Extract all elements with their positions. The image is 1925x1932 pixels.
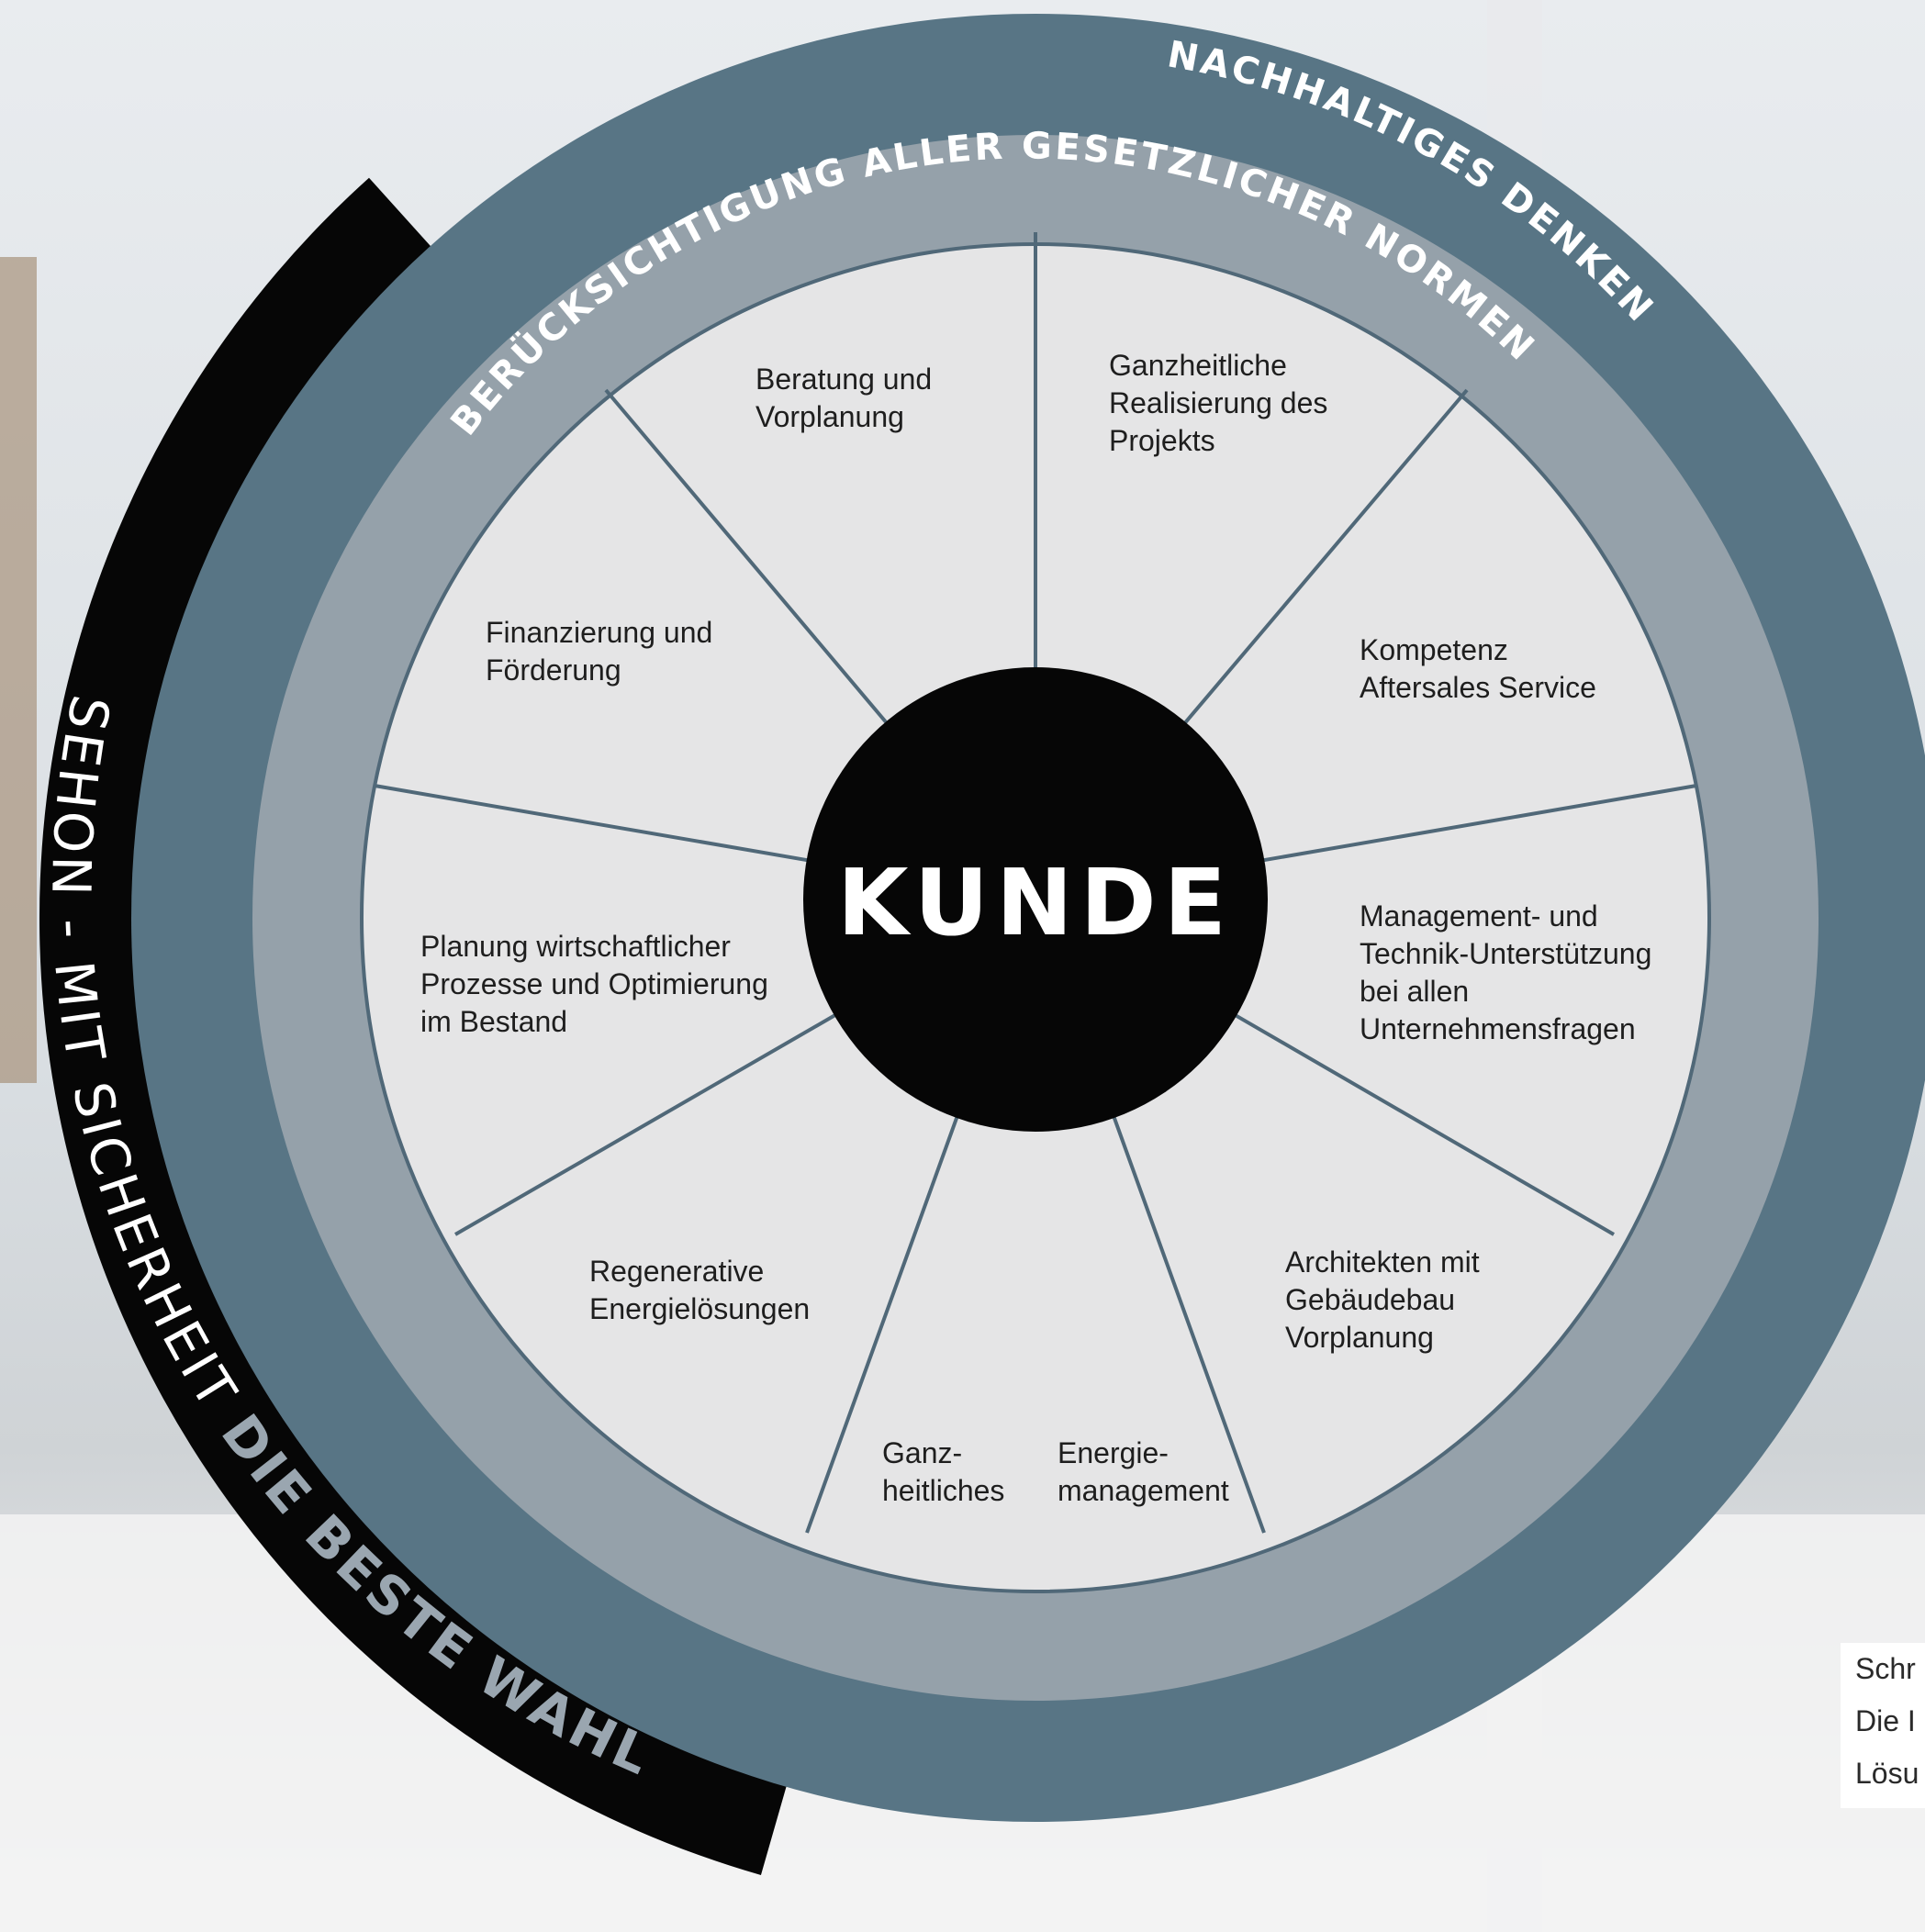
segment-divider [1233,1012,1616,1236]
segment-label-aftersales: Kompetenz Aftersales Service [1360,633,1596,704]
segment-divider [453,1012,838,1236]
segment-divider [1182,388,1469,726]
segment-label-beratung: Beratung und Vorplanung [755,363,940,433]
segment-label-management: Management- und Technik-Unterstützung be… [1360,899,1660,1045]
segment-labels: Beratung und Vorplanung Ganzheitliche Re… [420,349,1660,1507]
segment-label-planung: Planung wirtschaftlicher Prozesse und Op… [420,930,777,1038]
caption-line: Schr [1855,1652,1916,1685]
segment-label-ganzheitliches: Ganz- heitliches [882,1436,1004,1507]
center-circle [803,667,1268,1132]
segment-divider [1111,1114,1266,1534]
segment-divider [1261,784,1697,863]
segment-label-finanzierung: Finanzierung und Förderung [486,616,721,687]
segment-dividers [374,232,1697,1534]
caption-text-fragment: Schr Die I Lösu [1841,1643,1925,1808]
center-label: KUNDE [837,849,1234,956]
segment-divider [604,388,890,726]
caption-line: Lösu [1855,1757,1919,1790]
segment-label-regenerative: Regenerative Energielösungen [589,1255,810,1325]
segment-label-energiemanagement: Energie- management [1058,1436,1229,1507]
segment-label-architekten: Architekten mit Gebäudebau Vorplanung [1285,1245,1488,1354]
segment-label-realisierung: Ganzheitliche Realisierung des Projekts [1109,349,1336,457]
segment-divider [374,784,810,863]
caption-line: Die I [1855,1704,1916,1737]
segment-divider [805,1114,960,1534]
